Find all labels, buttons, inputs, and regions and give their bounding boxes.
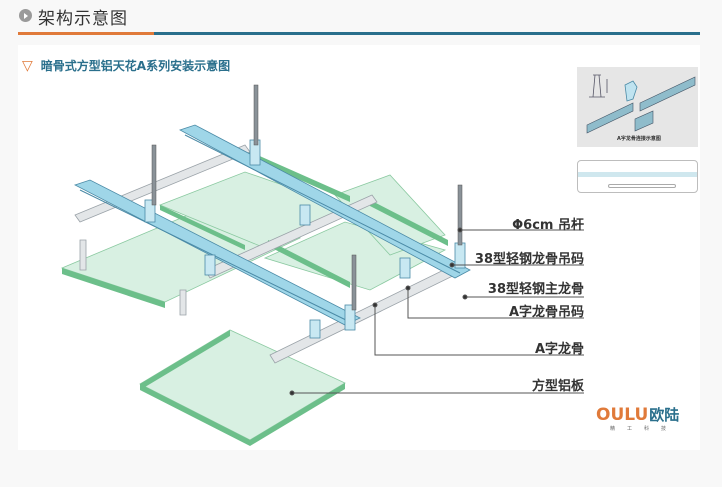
section-header: 架构示意图 [0,0,722,40]
logo-latin: OULU [596,405,649,425]
keel-clips [144,139,466,339]
hanger-rods [151,84,463,311]
panel-edges [62,150,448,446]
diagram-subtitle: ▽ 暗骨式方型铝天花A系列安装示意图 [22,57,230,74]
section-profile-thumbnail[interactable] [577,160,698,193]
section-title: 架构示意图 [38,9,128,29]
logo-chinese: 欧陆 [649,406,680,424]
a-keel-connection-drawing [586,74,696,134]
label-a-keel: A字龙骨 [534,342,584,357]
leader-lines [289,227,584,396]
a-keel-rail-4 [79,239,87,271]
label-hanger-rod: Φ6cm 吊杆 [512,218,584,233]
oulu-logo: OULU欧陆 精工科技 [596,404,680,432]
thumbnail-caption: A字龙骨连接示意图 [617,136,661,142]
label-a-keel-clip: A字龙骨吊码 [508,305,584,320]
label-square-panel: 方型铝板 [531,379,584,394]
leader-a-clip [407,288,584,319]
label-38-main-keel: 38型轻钢主龙骨 [487,282,584,297]
diagram-subtitle-text: 暗骨式方型铝天花A系列安装示意图 [40,59,231,73]
header-rule-teal [154,32,700,35]
header-rule-orange [18,32,154,35]
a-keel-rail-5 [179,289,187,316]
logo-tagline: 精工科技 [610,426,679,432]
panel-loose [139,329,346,441]
a-keel-connection-thumbnail[interactable]: A字龙骨连接示意图 [577,67,698,147]
triangle-down-icon: ▽ [22,58,33,74]
profile-bar [608,184,676,188]
label-38-keel-clip: 38型轻钢龙骨吊码 [474,252,584,267]
circle-play-icon [19,9,32,22]
profile-band [578,172,697,177]
leader-a-keel [374,305,584,356]
